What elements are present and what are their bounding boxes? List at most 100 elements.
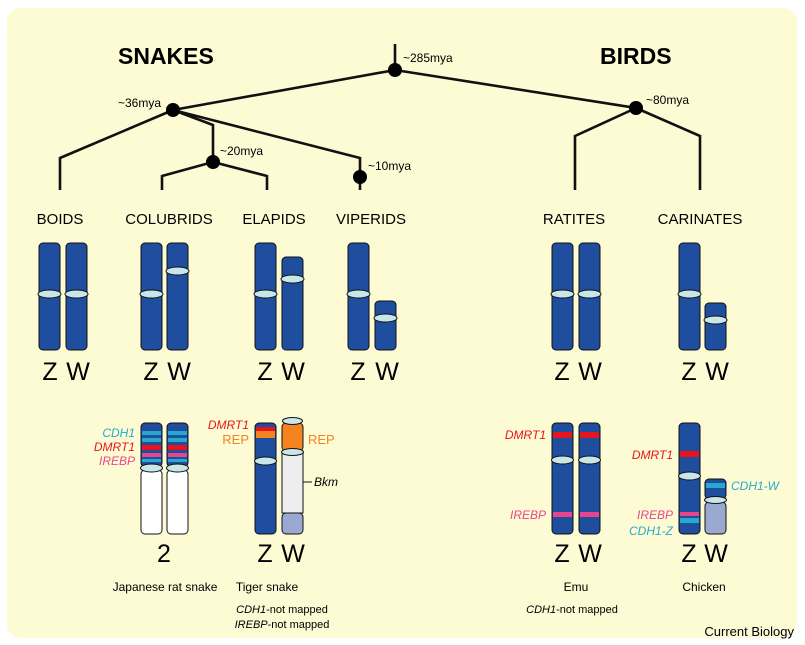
colubrids-chromosomes [139,242,190,351]
tiger-snake-rep-label-w: REP [308,432,335,447]
viperids-w-label: W [375,358,399,386]
bird-branch [394,68,637,110]
tiger-snake-dmrt1-label: DMRT1 [208,418,249,432]
rat-snake-chr2b-centromere [166,463,189,473]
rat-snake-chr2a-lower [140,469,163,535]
node-root [388,63,402,77]
rat-snake-cdh1-band-a [142,431,161,435]
carinates-w-label: W [705,358,729,386]
emu-irebp-label: IREBP [510,508,546,522]
emu-w-dmrt1-band [580,432,599,438]
emu-w-centromere [578,455,601,465]
ratites-chromosomes [550,242,602,351]
tiger-note-cdh1-gene: CDH1 [236,604,266,616]
tiger-snake-w-lower [281,512,304,535]
tiger-snake-rep-label-z: REP [222,432,249,447]
boids-z-centromere [37,289,62,299]
chicken-z-irebp-band [680,512,699,516]
family-ratites: RATITES [543,211,605,228]
chicken-z-centromere [678,471,701,481]
emu-z-chromosome [551,422,574,535]
snake-branch [172,68,396,112]
date-colubrid-elapid: ~20mya [220,144,263,158]
rat-snake-irebp-band-a [142,453,161,457]
species-chicken: Chicken [682,580,725,594]
rat-snake-chr2a-centromere [140,463,163,473]
family-colubrids: COLUBRIDS [125,211,213,228]
emu-note-cdh1-text: -not mapped [556,604,618,616]
emu-z-centromere [551,455,574,465]
rat-snake-blue-band-a [142,459,161,462]
carinates-chromosomes [677,242,728,351]
boids-w-label: W [66,358,90,386]
emu-z-dmrt1-band [553,432,572,438]
emu-note-cdh1-gene: CDH1 [526,604,556,616]
elapids-z-label: Z [257,358,272,386]
species-tiger-snake: Tiger snake [236,580,299,594]
tiger-snake-rep-band-z [256,431,275,438]
colubrid-branch [161,160,214,178]
boid-branch [59,108,174,160]
node-birds [629,101,643,115]
tiger-snake-chromosomes [254,417,304,535]
node-dots [166,63,643,184]
tiger-snake-z-chromosome [254,422,277,535]
family-boids: BOIDS [37,211,84,228]
carinate-branch [635,106,701,138]
node-colubrid-elapid [206,155,220,169]
rat-snake-dmrt1-label: DMRT1 [94,440,135,454]
chicken-dmrt1-label: DMRT1 [632,448,673,462]
ratites-z-label: Z [554,358,569,386]
tiger-snake-bkm-label: Bkm [314,475,338,489]
species-rat-snake: Japanese rat snake [113,580,218,594]
family-elapids: ELAPIDS [242,211,305,228]
tiger-snake-z-label: Z [257,540,272,568]
emu-w-irebp-band [580,512,599,517]
rat-snake-cdh1-band2-a [142,438,161,442]
colubrids-w-centromere [165,266,190,276]
elapids-z-centromere [253,289,278,299]
phylogeny-tree [58,44,702,190]
tiger-snake-w-centromere [281,448,304,456]
viperid-branch [172,108,361,160]
tiger-snake-dmrt1-band [256,427,275,431]
viperids-z-centromere [346,289,371,299]
rat-snake-cdh1-band2-b [168,438,187,442]
tiger-snake-z-centromere [254,456,277,466]
boids-chromosomes [37,242,89,351]
rat-snake-chromosomes [140,422,189,535]
emu-chromosomes [551,422,601,535]
elapids-chromosomes [253,242,305,351]
boids-z-label: Z [42,358,57,386]
snakes-title: SNAKES [118,43,214,69]
tiger-snake-w-top-centromere [282,417,303,425]
boids-w-centromere [64,289,89,299]
chicken-z-label: Z [681,540,696,568]
viperids-chromosomes [346,242,398,351]
rat-snake-cdh1-label: CDH1 [102,426,135,440]
chicken-w-cdh1-band [706,483,725,488]
node-snakes [166,103,180,117]
tiger-snake-irebp-note: IREBP-not mapped [235,619,330,631]
chicken-cdh1-w-label: CDH1-W [731,479,781,493]
viperids-z-label: Z [350,358,365,386]
colubrids-z-label: Z [143,358,158,386]
tiger-snake-cdh1-note: CDH1-not mapped [236,604,328,616]
colubrids-z-centromere [139,289,164,299]
tiger-note-cdh1-text: -not mapped [266,604,328,616]
viperids-w-centromere [373,313,398,323]
emu-z-label: Z [554,540,569,568]
colubrids-w-chromosome [166,242,189,351]
family-carinates: CARINATES [658,211,743,228]
chicken-z-dmrt1-band [680,451,699,457]
chicken-cdh1-z-label: CDH1-Z [629,524,674,538]
tiger-note-irebp-text: -not mapped [268,619,330,631]
elapids-w-chromosome [281,256,304,351]
species-emu: Emu [564,580,589,594]
ratites-w-centromere [577,289,602,299]
viperids-w-chromosome [374,300,397,351]
rat-snake-irebp-band-b [168,453,187,457]
date-root: ~285mya [403,51,453,65]
